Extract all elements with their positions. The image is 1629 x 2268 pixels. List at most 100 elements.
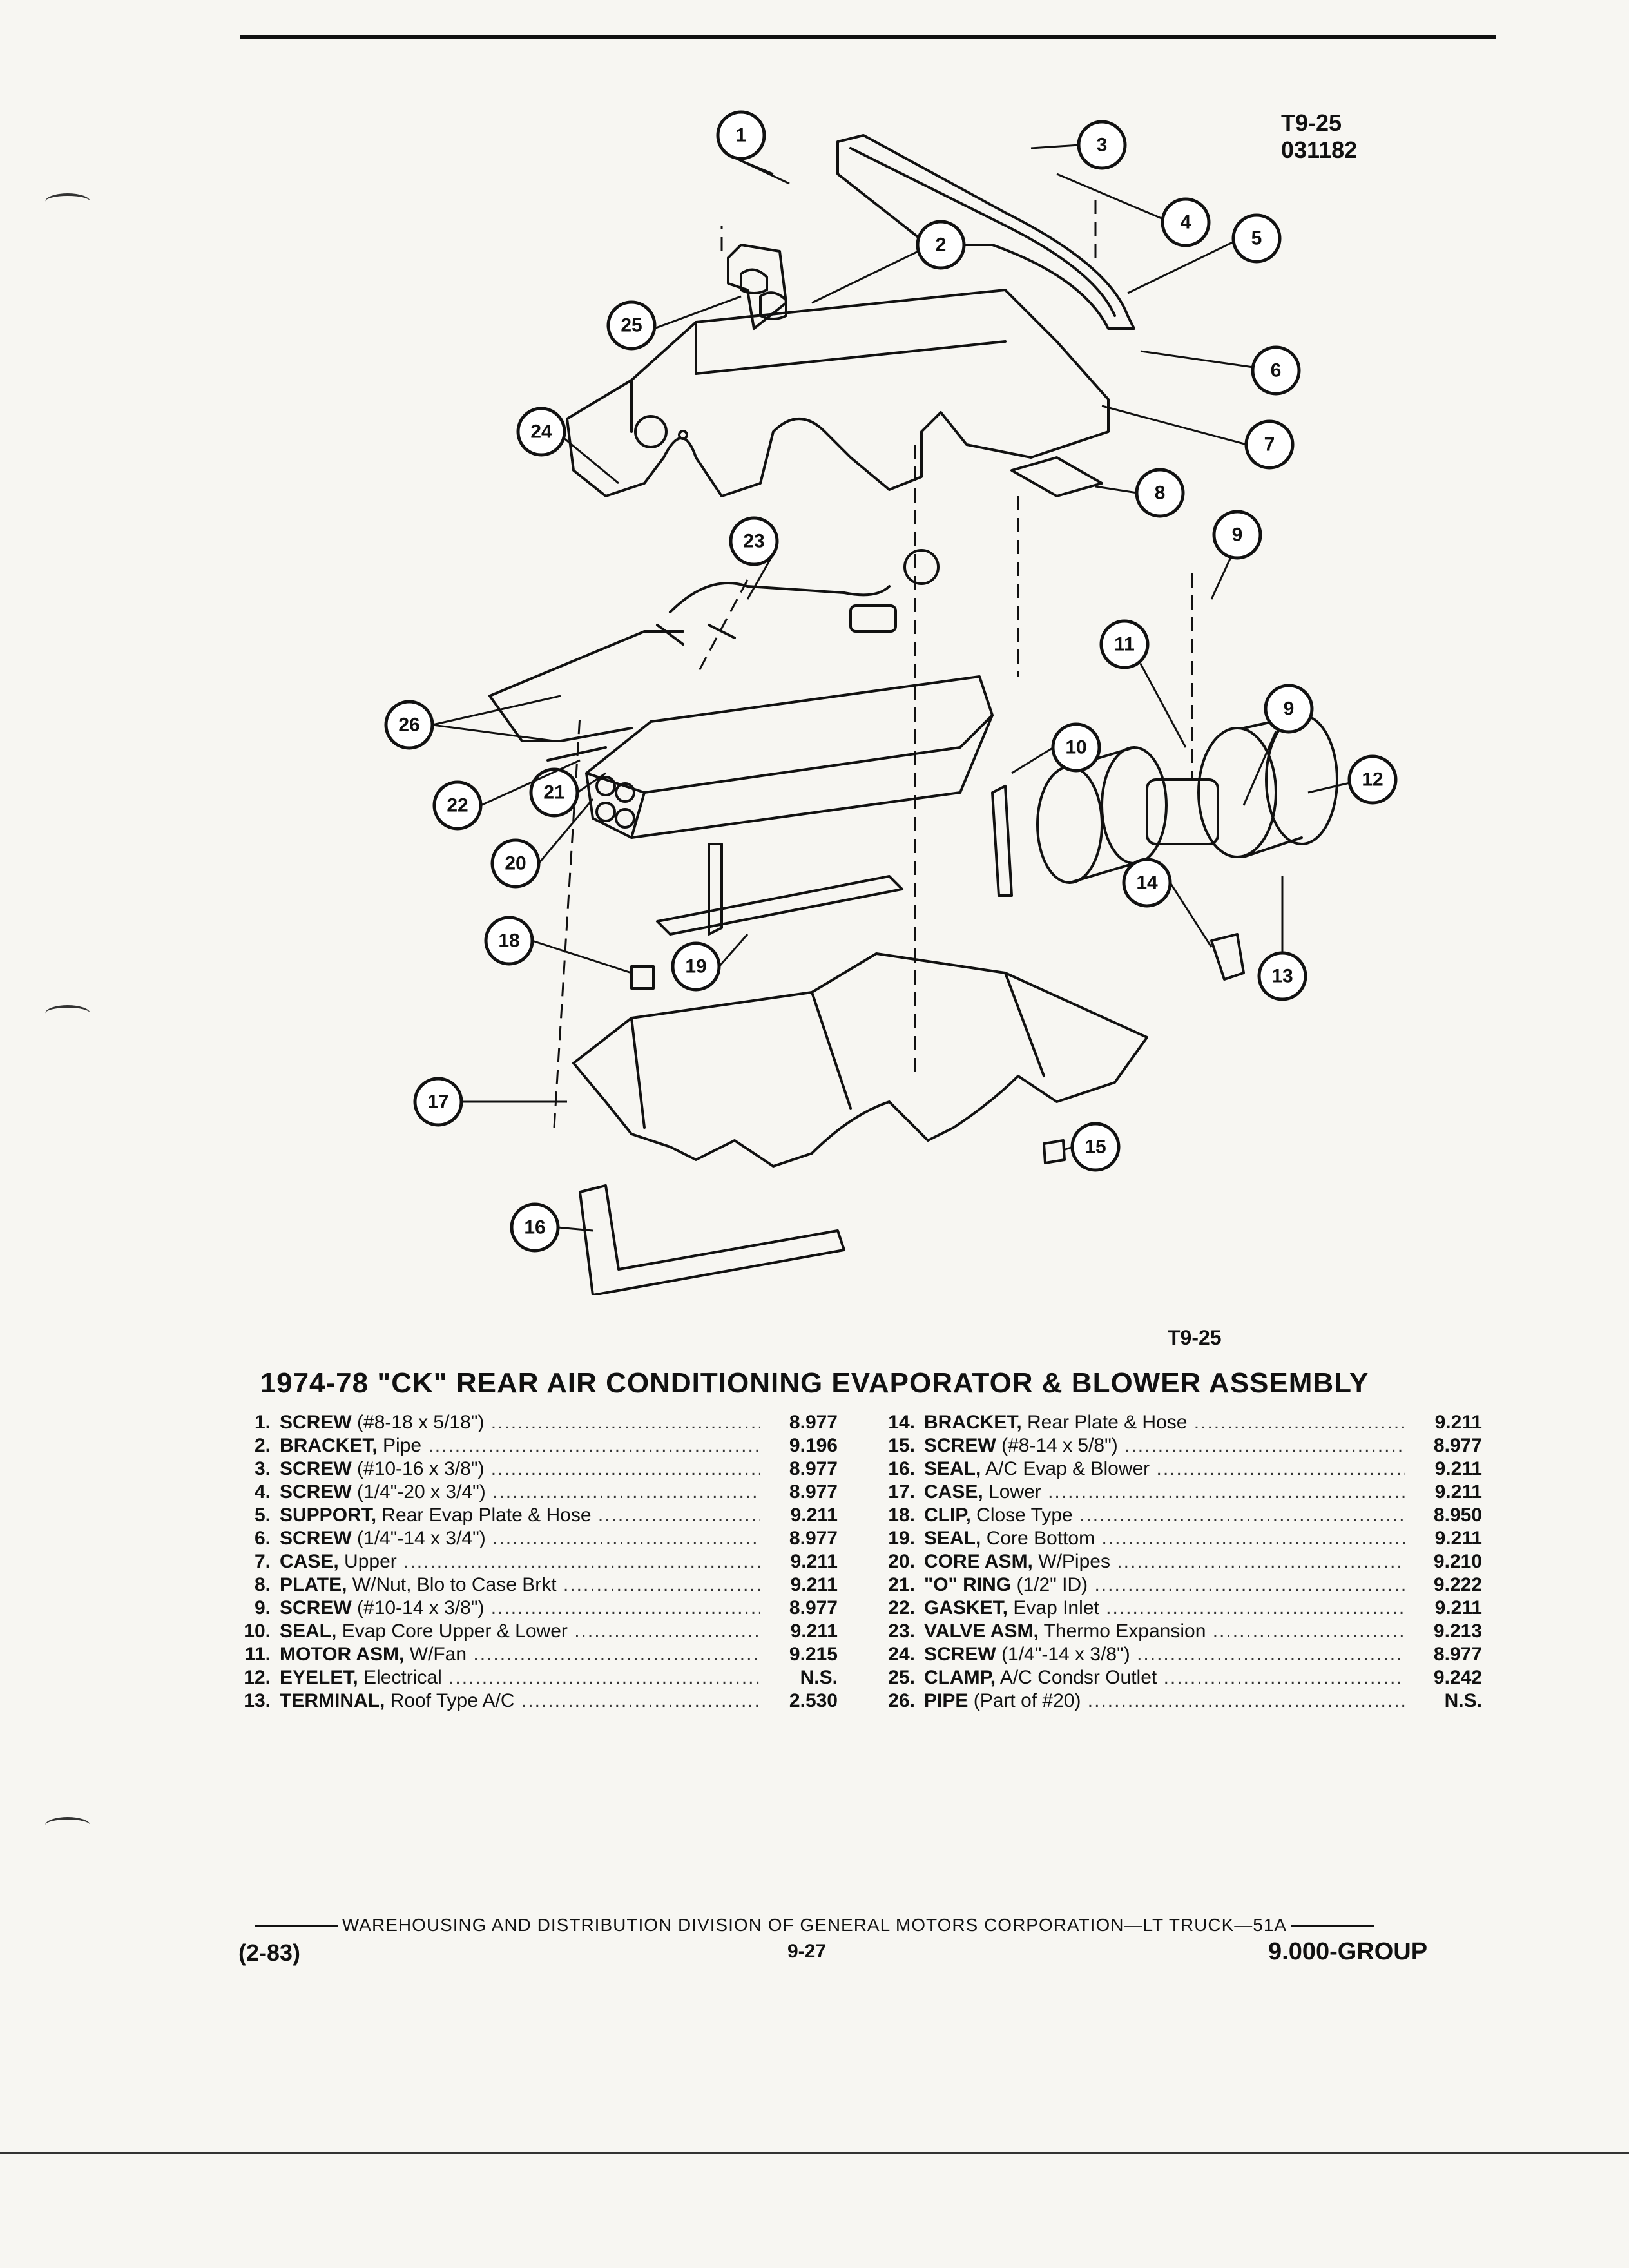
- part-detail: Upper: [344, 1551, 397, 1572]
- leader-dots: ........................................…: [1079, 1504, 1405, 1526]
- leader-dots: ........................................…: [473, 1644, 760, 1665]
- part-name: "O" RING: [924, 1574, 1012, 1595]
- callout-label: 6: [1271, 360, 1282, 381]
- part-number: 23.: [888, 1620, 915, 1642]
- callout-label: 21: [543, 782, 564, 803]
- part-number: 1.: [254, 1412, 271, 1433]
- callout-6: [1251, 345, 1301, 396]
- part-number: 4.: [254, 1481, 271, 1503]
- part-group-number: 9.213: [1433, 1620, 1482, 1642]
- part-number: 26.: [888, 1690, 915, 1711]
- part-group-number: 8.977: [789, 1528, 838, 1549]
- part-description: CASE, Lower ............................…: [924, 1481, 1405, 1504]
- part-detail: Evap Inlet: [1013, 1597, 1099, 1619]
- part-description: SCREW (#8-14 x 5/8") ...................…: [924, 1434, 1405, 1457]
- part-group-number: 9.211: [1434, 1528, 1482, 1549]
- part-detail: (#8-18 x 5/18"): [357, 1412, 485, 1433]
- leader-dots: ........................................…: [1101, 1528, 1405, 1549]
- part-description: CASE, Upper ............................…: [280, 1550, 760, 1573]
- part-detail: W/Fan: [409, 1644, 467, 1665]
- part-row: 20.CORE ASM, W/Pipes ...................…: [876, 1550, 1482, 1573]
- scan-mark: [45, 1817, 90, 1834]
- top-rule: [240, 35, 1496, 39]
- evap-core-seal: [991, 785, 1013, 897]
- callout-label: 24: [530, 421, 552, 443]
- part-description: BRACKET, Rear Plate & Hose .............…: [924, 1411, 1405, 1434]
- part-group-number: 9.211: [1434, 1458, 1482, 1479]
- part-detail: (1/4"-14 x 3/4"): [357, 1528, 486, 1549]
- part-detail: (#10-14 x 3/8"): [357, 1597, 485, 1619]
- part-description: CLAMP, A/C Condsr Outlet ...............…: [924, 1666, 1405, 1689]
- callout-label: 13: [1271, 966, 1293, 987]
- part-name: CORE ASM,: [924, 1551, 1033, 1572]
- support-rear-evap-plate: [836, 134, 1135, 330]
- part-row: 16.SEAL, A/C Evap & Blower .............…: [876, 1457, 1482, 1481]
- leader-dots: ........................................…: [597, 1504, 760, 1526]
- callout-label: 5: [1251, 228, 1262, 249]
- callout-label: 19: [685, 956, 706, 977]
- callout-24: [516, 407, 566, 457]
- part-detail: Electrical: [363, 1667, 442, 1688]
- callout-label: 15: [1084, 1137, 1106, 1158]
- part-name: PLATE,: [280, 1574, 347, 1595]
- footer-dash: [254, 1925, 338, 1928]
- part-row: 24.SCREW (1/4"-14 x 3/8") ..............…: [876, 1643, 1482, 1666]
- part-row: 18.CLIP, Close Type ....................…: [876, 1504, 1482, 1527]
- part-name: SCREW: [924, 1435, 996, 1456]
- part-group-number: 2.530: [789, 1690, 838, 1711]
- callout-11: [1099, 619, 1150, 669]
- part-description: VALVE ASM, Thermo Expansion ............…: [924, 1620, 1405, 1643]
- callout-label: 1: [736, 125, 747, 146]
- part-detail: W/Pipes: [1038, 1551, 1110, 1572]
- part-detail: A/C Evap & Blower: [985, 1458, 1150, 1479]
- leader-dots: ........................................…: [490, 1597, 760, 1619]
- evaporator-core: [585, 675, 994, 839]
- part-detail: (1/2" ID): [1016, 1574, 1088, 1595]
- part-group-number: 9.211: [790, 1620, 838, 1642]
- part-name: BRACKET,: [280, 1435, 378, 1456]
- part-group-number: 9.211: [1434, 1412, 1482, 1433]
- part-number: 11.: [244, 1644, 271, 1665]
- part-description: BRACKET, Pipe ..........................…: [280, 1434, 760, 1457]
- part-name: SCREW: [924, 1644, 996, 1665]
- part-description: EYELET, Electrical .....................…: [280, 1666, 760, 1689]
- part-group-number: 8.977: [1433, 1435, 1482, 1456]
- part-name: CLIP,: [924, 1504, 971, 1526]
- part-name: SUPPORT,: [280, 1504, 377, 1526]
- part-detail: Thermo Expansion: [1043, 1620, 1206, 1642]
- part-name: CLAMP,: [924, 1667, 996, 1688]
- leader-dots: ........................................…: [1124, 1435, 1405, 1456]
- part-row: 17. CASE, Lower .........................…: [876, 1481, 1482, 1504]
- part-name: SCREW: [280, 1528, 352, 1549]
- part-description: PLATE, W/Nut, Blo to Case Brkt .........…: [280, 1573, 760, 1597]
- part-number: 2.: [254, 1435, 271, 1456]
- part-row: 11.MOTOR ASM, W/Fan ....................…: [232, 1643, 838, 1666]
- part-name: SEAL,: [924, 1458, 981, 1479]
- part-detail: Evap Core Upper & Lower: [342, 1620, 568, 1642]
- parts-list-right: 14.BRACKET, Rear Plate & Hose ..........…: [876, 1411, 1482, 1713]
- part-description: SEAL, A/C Evap & Blower ................…: [924, 1457, 1405, 1481]
- leader-dots: ........................................…: [490, 1458, 760, 1479]
- callout-label: 10: [1065, 737, 1086, 758]
- page-title: 1974-78 "CK" REAR AIR CONDITIONING EVAPO…: [260, 1367, 1369, 1399]
- part-number: 17.: [888, 1481, 915, 1503]
- part-description: CORE ASM, W/Pipes ......................…: [924, 1550, 1405, 1573]
- part-row: 23. VALVE ASM, Thermo Expansion .........…: [876, 1620, 1482, 1643]
- part-row: 21."O" RING (1/2" ID) ..................…: [876, 1573, 1482, 1597]
- condenser-outlet-clamp: [740, 268, 768, 294]
- leader-dots: ........................................…: [1117, 1551, 1405, 1572]
- leader-dots: ........................................…: [1137, 1644, 1405, 1665]
- part-description: SCREW (#8-18 x 5/18") ..................…: [280, 1411, 760, 1434]
- close-type-clip: [630, 965, 655, 990]
- figure-code-label: T9-25: [1281, 110, 1342, 136]
- part-detail: A/C Condsr Outlet: [999, 1667, 1157, 1688]
- part-detail: (#8-14 x 5/8"): [1001, 1435, 1118, 1456]
- part-group-number: 9.211: [1434, 1481, 1482, 1503]
- part-row: 3.SCREW (#10-16 x 3/8") ................…: [232, 1457, 838, 1481]
- part-name: TERMINAL,: [280, 1690, 385, 1711]
- callout-label: 9: [1284, 698, 1295, 720]
- part-group-number: 9.211: [1434, 1597, 1482, 1619]
- figure-code: T9-25 031182: [1281, 110, 1357, 164]
- part-row: 6.SCREW (1/4"-14 x 3/4") ...............…: [232, 1527, 838, 1550]
- part-name: SCREW: [280, 1412, 352, 1433]
